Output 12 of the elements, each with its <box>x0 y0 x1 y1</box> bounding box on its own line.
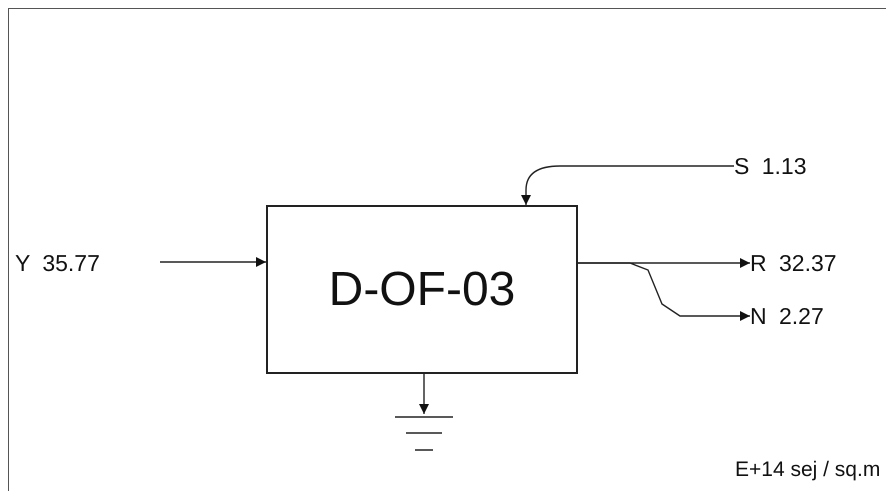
arrow <box>578 262 750 321</box>
flow-label: S 1.13 <box>734 152 806 180</box>
process-label: D-OF-03 <box>328 262 516 317</box>
flow-label: N 2.27 <box>750 302 824 330</box>
flow-label: R 32.37 <box>750 249 837 277</box>
process-box <box>266 205 578 374</box>
arrow <box>521 165 734 205</box>
unit-note: E+14 sej / sq.m <box>735 458 880 482</box>
ground-symbol <box>394 414 454 452</box>
arrow <box>160 257 266 267</box>
arrow <box>419 374 429 414</box>
flow-label: Y 35.77 <box>15 250 100 276</box>
